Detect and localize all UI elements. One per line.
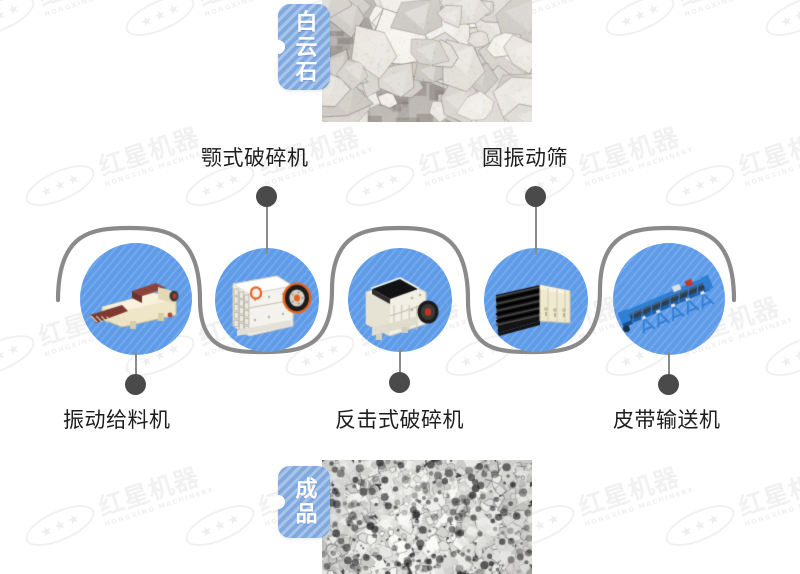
jaw-crusher-dot[interactable]: [256, 186, 277, 207]
vibrating-feeder-label: 振动给料机: [63, 408, 171, 432]
impact-crusher-dot[interactable]: [389, 372, 410, 393]
raw-material-tab[interactable]: 白云石: [271, 4, 330, 90]
belt-conveyor-circle: [613, 243, 725, 355]
vibrating-screen-stem: [535, 206, 537, 254]
finished-product-photo-block: 成品: [268, 460, 532, 574]
finished-product-photo: [322, 460, 532, 574]
finished-product-tab[interactable]: 成品: [271, 466, 330, 538]
raw-material-photo: [322, 0, 532, 122]
impact-crusher-circle: [348, 248, 452, 352]
impact-crusher-label: 反击式破碎机: [335, 408, 464, 432]
vibrating-screen-label: 圆振动筛: [482, 146, 568, 170]
vibrating-screen-dot[interactable]: [525, 186, 546, 207]
jaw-crusher-circle: [215, 248, 319, 352]
belt-conveyor-label: 皮带输送机: [613, 408, 721, 432]
vibrating-feeder-stem: [135, 352, 137, 382]
vibrating-feeder-dot[interactable]: [125, 374, 146, 395]
raw-material-tab-label: 白云石: [291, 9, 317, 85]
vibrating-screen-circle: [484, 248, 588, 352]
vibrating-feeder-circle: [80, 243, 192, 355]
raw-material-photo-block: 白云石: [268, 0, 532, 124]
belt-conveyor-dot[interactable]: [658, 374, 679, 395]
finished-product-tab-label: 成品: [291, 477, 317, 527]
belt-conveyor-stem: [668, 352, 670, 382]
impact-crusher-stem: [399, 348, 401, 380]
jaw-crusher-label: 颚式破碎机: [201, 146, 309, 170]
jaw-crusher-stem: [266, 206, 268, 254]
